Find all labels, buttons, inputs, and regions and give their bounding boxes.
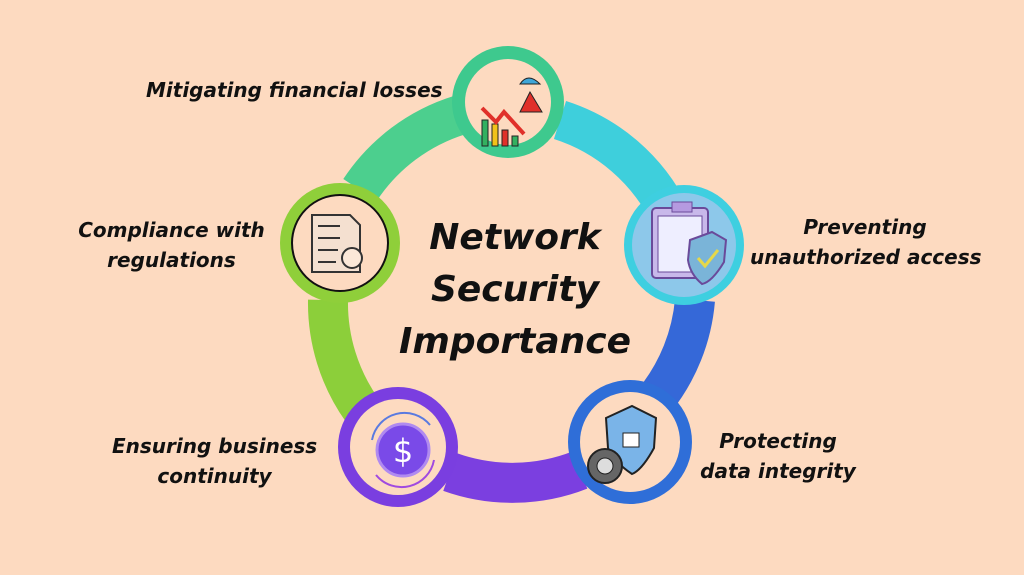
label-line: data integrity (700, 459, 856, 483)
label-line: Ensuring business (112, 434, 318, 458)
ring-segment-green (307, 299, 379, 422)
label-line: Preventing (803, 215, 927, 239)
node-financial (452, 46, 564, 158)
svg-text:$: $ (393, 432, 413, 470)
label-line: Protecting (719, 429, 837, 453)
label-ensuring-business-continuity: Ensuring business continuity (112, 431, 317, 491)
diagram-title: Network Security Importance (380, 212, 650, 368)
title-line: Importance (398, 321, 632, 362)
title-line: Security (430, 269, 600, 310)
node-compliance (280, 183, 400, 303)
node-business-continuity: $ (338, 387, 458, 507)
label-line: continuity (157, 464, 272, 488)
compliance-document-icon (311, 214, 363, 273)
ring-segment-teal (343, 95, 467, 202)
label-line: regulations (107, 248, 236, 272)
shield-lock-gear-icon (587, 404, 658, 484)
ring-segment-blue (639, 297, 715, 413)
financial-loss-chart-icon (480, 77, 543, 147)
label-line: unauthorized access (750, 245, 982, 269)
node-unauthorized (624, 185, 744, 305)
label-compliance-with-regulations: Compliance with regulations (74, 215, 269, 275)
ring-segment-purple (443, 451, 588, 503)
clipboard-shield-icon (651, 201, 728, 286)
label-protecting-data-integrity: Protecting data integrity (693, 426, 863, 486)
label-preventing-unauthorized-access: Preventing unauthorized access (750, 212, 982, 272)
title-line: Network (429, 217, 601, 258)
label-mitigating-financial-losses: Mitigating financial losses (146, 78, 443, 102)
label-line: Compliance with (78, 218, 265, 242)
dollar-cycle-icon: $ (371, 411, 435, 489)
node-data-integrity (568, 380, 692, 504)
